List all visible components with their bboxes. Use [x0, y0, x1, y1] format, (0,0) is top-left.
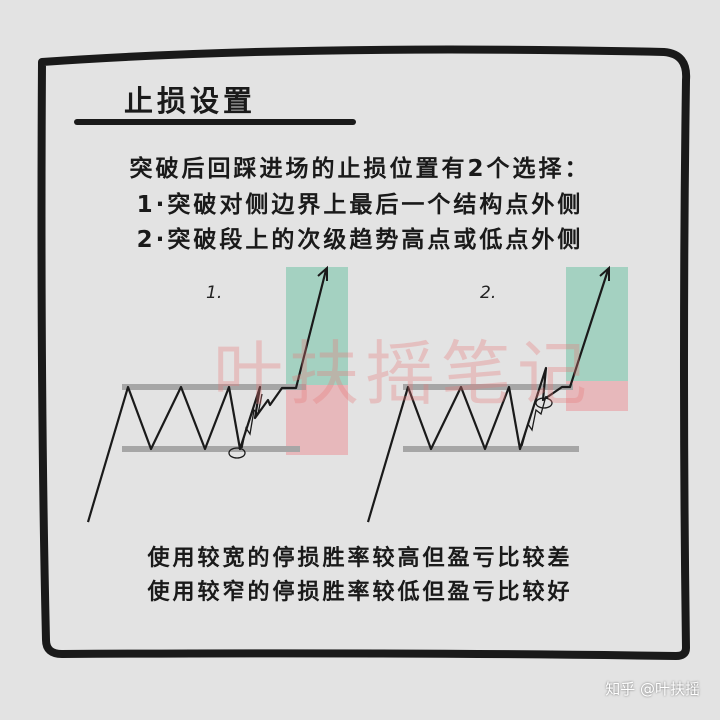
conclusion-line-1: 使用较宽的停损胜率较高但盈亏比较差 — [147, 546, 573, 571]
diagram-1-label: 1. — [206, 283, 223, 303]
conclusion-line-2: 使用较窄的停损胜率较低但盈亏比较好 — [147, 580, 573, 605]
page-title: 止损设置 — [124, 84, 257, 118]
pullback-sketch-1 — [241, 393, 263, 449]
range-top-line-2 — [403, 384, 573, 390]
diagram-2 — [366, 265, 628, 523]
diagram-2-label: 2. — [480, 283, 497, 303]
stop-marker-1 — [228, 447, 246, 459]
profit-zone-2 — [566, 267, 628, 381]
range-bottom-line-1 — [122, 446, 300, 452]
price-path-2 — [366, 269, 610, 523]
intro-line-3: 2·突破段上的次级趋势高点或低点外侧 — [136, 227, 584, 253]
loss-zone-1 — [286, 385, 348, 455]
pullback-sketch-2 — [521, 395, 547, 447]
stop-marker-2 — [535, 397, 553, 409]
range-top-line-1 — [122, 384, 306, 390]
title-underline — [74, 119, 356, 125]
watermark: 叶扶摇笔记 — [213, 333, 593, 415]
arrow-head-2 — [599, 265, 610, 281]
intro-line-2: 1·突破对侧边界上最后一个结构点外侧 — [136, 192, 584, 218]
author-credit: 知乎 @叶扶摇 — [605, 680, 700, 698]
arrow-head-1 — [317, 265, 328, 281]
range-bottom-line-2 — [403, 446, 579, 452]
profit-zone-1 — [286, 267, 348, 385]
loss-zone-2 — [566, 381, 628, 411]
intro-line-1: 突破后回踩进场的止损位置有2个选择： — [129, 156, 591, 182]
price-path-1 — [86, 269, 328, 523]
diagram-1 — [86, 265, 348, 523]
